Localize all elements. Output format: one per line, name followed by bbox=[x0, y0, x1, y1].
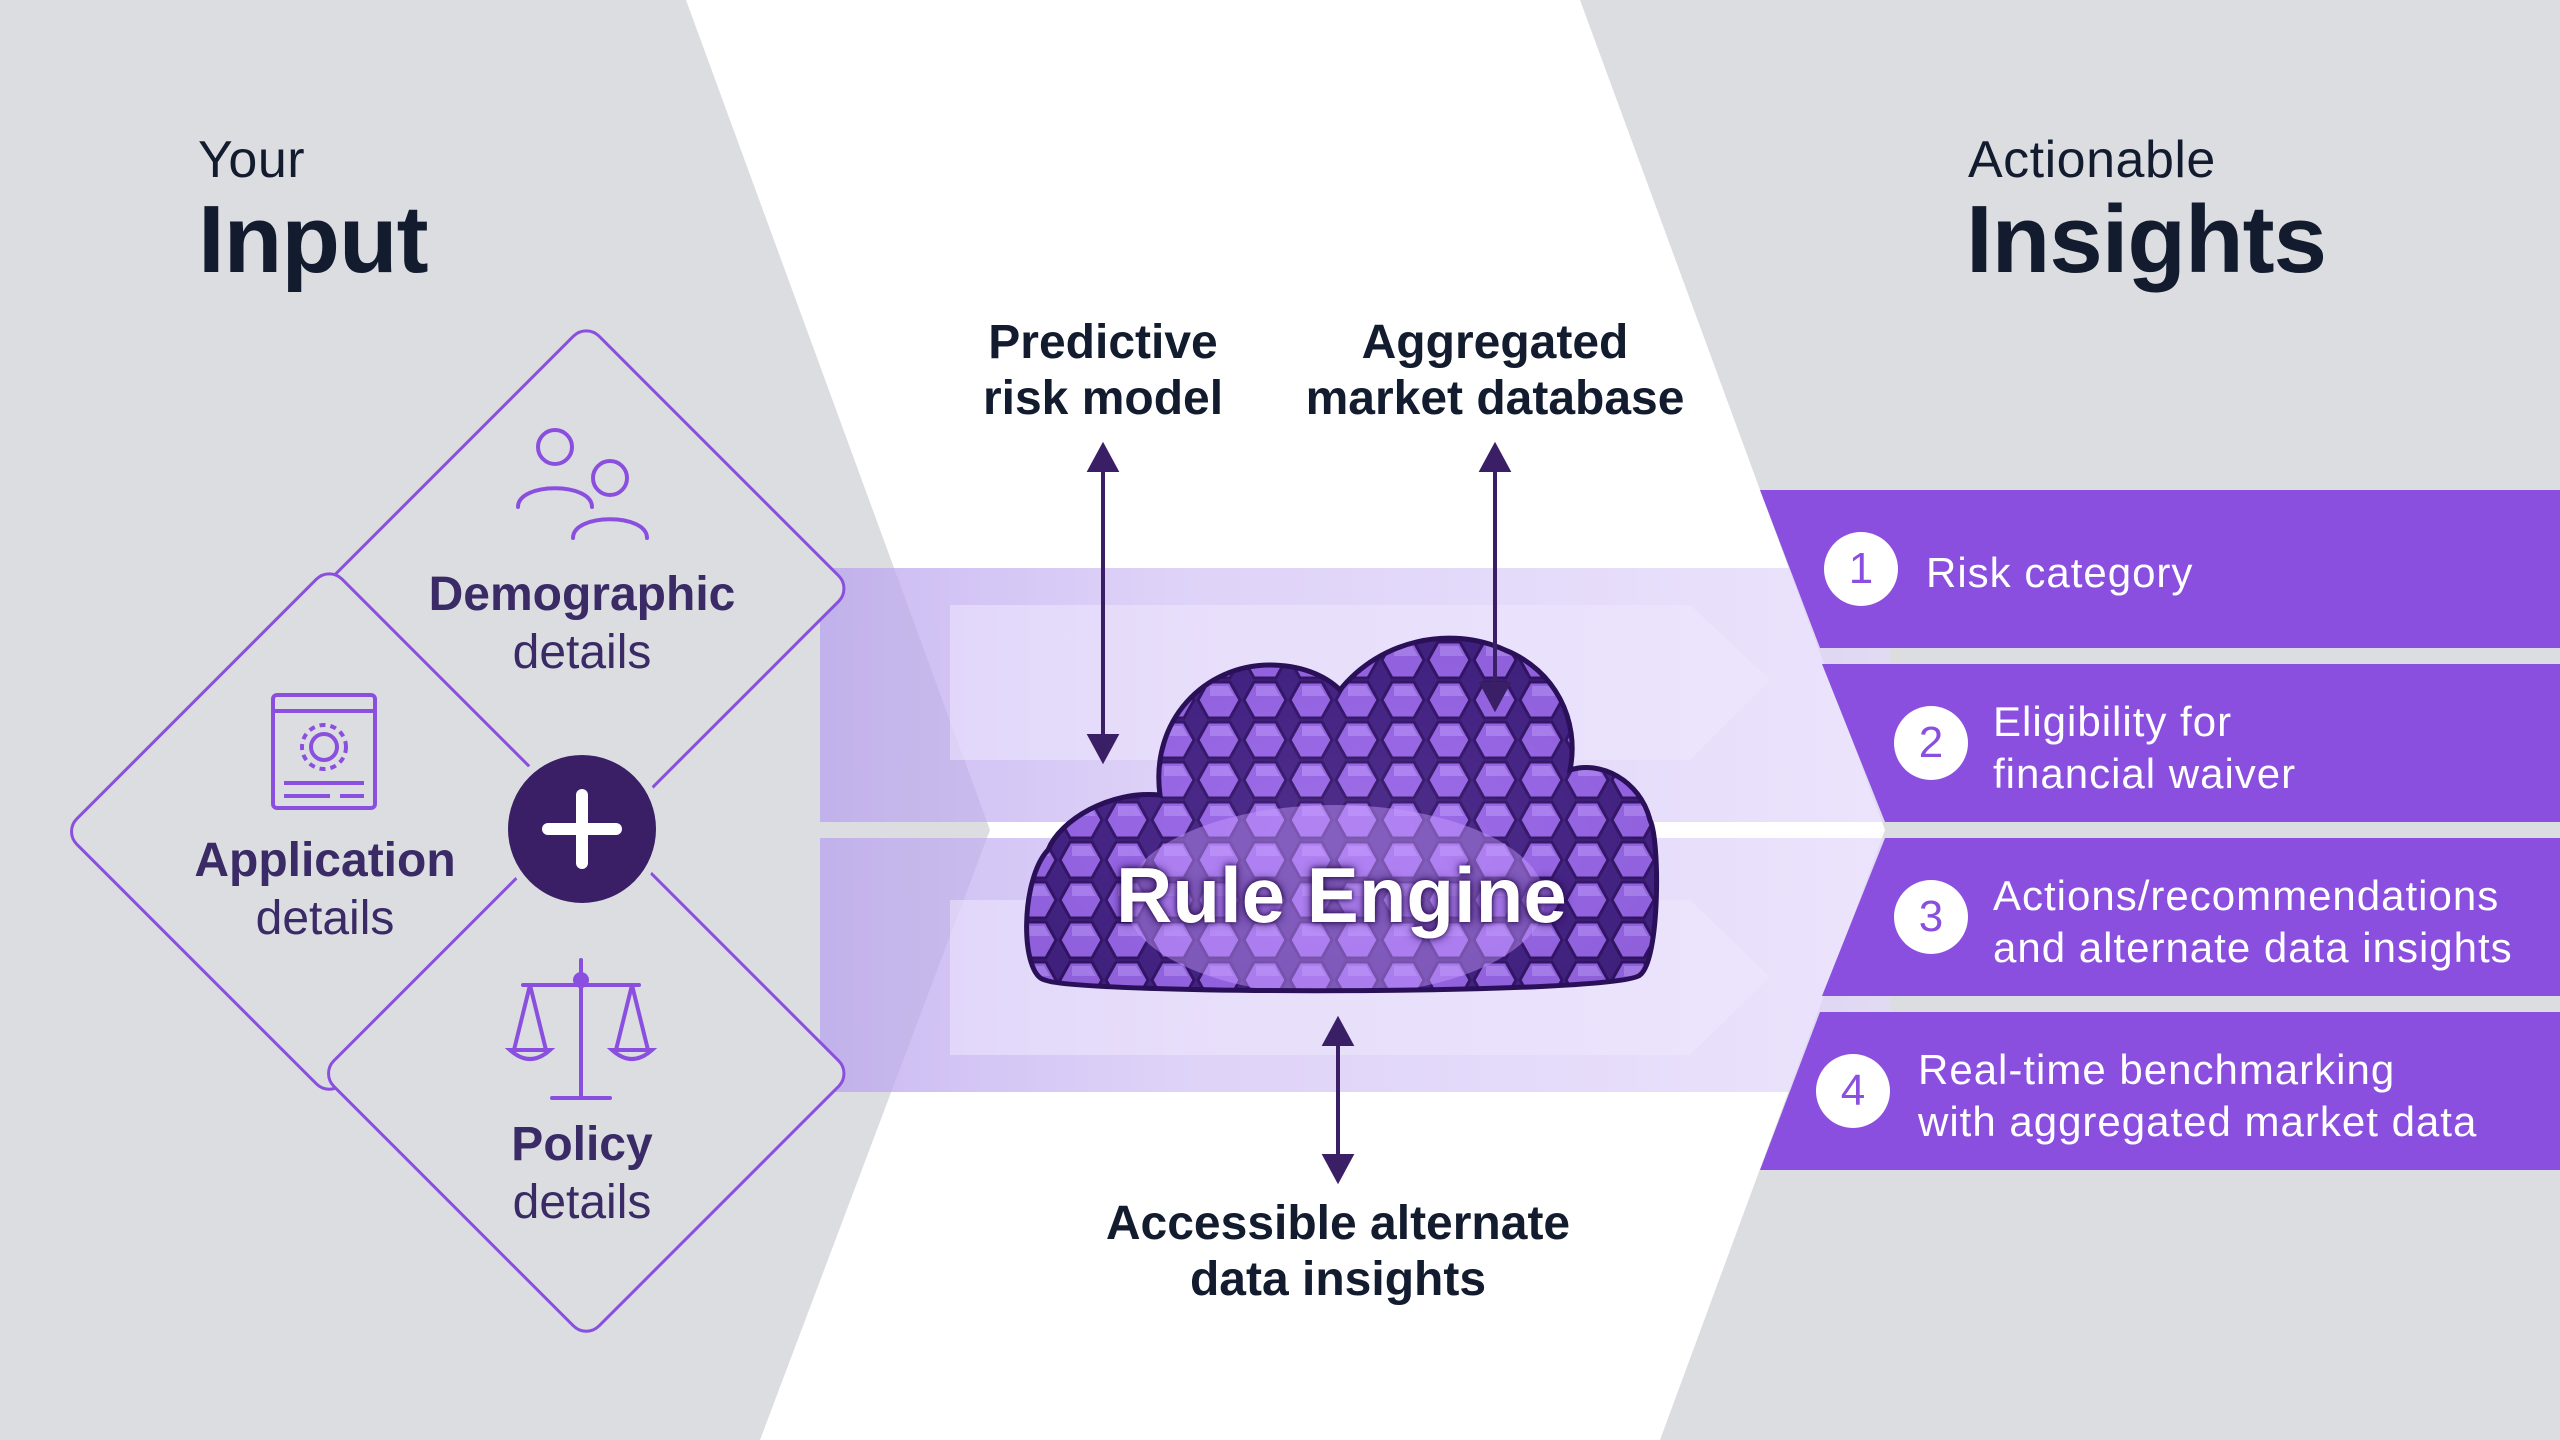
accessible-alternate-data-label: Accessible alternate data insights bbox=[1038, 1196, 1638, 1308]
insight-3-line2: and alternate data insights bbox=[1993, 924, 2513, 971]
insight-text-3: Actions/recommendations and alternate da… bbox=[1993, 870, 2513, 974]
application-form-gear-icon bbox=[271, 693, 377, 810]
insight-bar-1 bbox=[1760, 490, 2560, 648]
insights-heading-small: Actionable bbox=[1968, 131, 2216, 189]
insight-number-1: 1 bbox=[1824, 532, 1898, 606]
insight-bar-2 bbox=[1822, 664, 2560, 822]
alternate-line1: Accessible alternate bbox=[1105, 1197, 1571, 1250]
application-title: Application bbox=[194, 834, 456, 887]
rule-engine-cloud bbox=[1024, 635, 1660, 994]
predictive-line1: Predictive bbox=[988, 316, 1218, 369]
demographic-title: Demographic bbox=[428, 568, 736, 621]
policy-subtitle: details bbox=[512, 1176, 652, 1229]
insight-1-line1: Risk category bbox=[1926, 549, 2194, 596]
insight-text-2: Eligibility for financial waiver bbox=[1993, 696, 2296, 800]
rule-engine-title: Rule Engine bbox=[1116, 851, 1567, 939]
demographic-details-label: Demographic details bbox=[382, 566, 782, 682]
insights-heading-big: Insights bbox=[1966, 186, 2327, 293]
arrow-alternate-data-insights bbox=[1321, 1015, 1355, 1185]
insight-4-line1: Real-time benchmarking bbox=[1918, 1046, 2396, 1093]
arrow-aggregated-market-database bbox=[1478, 441, 1512, 713]
predictive-line2: risk model bbox=[982, 372, 1224, 425]
arrow-predictive-risk-model bbox=[1086, 441, 1120, 765]
insight-text-4: Real-time benchmarking with aggregated m… bbox=[1918, 1044, 2477, 1148]
scales-icon bbox=[504, 958, 658, 1100]
insight-number-2: 2 bbox=[1894, 706, 1968, 780]
input-heading-big: Input bbox=[198, 186, 429, 293]
insight-number-4: 4 bbox=[1816, 1054, 1890, 1128]
input-heading-small: Your bbox=[198, 131, 306, 189]
insight-bar-4 bbox=[1760, 1012, 2560, 1170]
aggregated-line2: market database bbox=[1305, 372, 1685, 425]
insight-2-line1: Eligibility for bbox=[1993, 698, 2233, 745]
insight-4-line2: with aggregated market data bbox=[1918, 1098, 2478, 1145]
application-details-label: Application details bbox=[125, 832, 525, 948]
aggregated-market-database-label: Aggregated market database bbox=[1245, 315, 1745, 427]
policy-title: Policy bbox=[511, 1118, 653, 1171]
insight-2-line2: financial waiver bbox=[1993, 750, 2297, 797]
alternate-line2: data insights bbox=[1189, 1253, 1487, 1306]
predictive-risk-model-label: Predictive risk model bbox=[903, 315, 1303, 427]
application-subtitle: details bbox=[255, 892, 395, 945]
aggregated-line1: Aggregated bbox=[1361, 316, 1629, 369]
insight-3-line1: Actions/recommendations bbox=[1993, 872, 2500, 919]
insight-bar-3 bbox=[1822, 838, 2560, 996]
people-icon bbox=[516, 428, 649, 540]
insight-text-1: Risk category bbox=[1926, 547, 2193, 599]
plus-icon bbox=[500, 747, 664, 911]
demographic-subtitle: details bbox=[512, 626, 652, 679]
policy-diamond bbox=[327, 814, 846, 1333]
insight-number-3: 3 bbox=[1894, 880, 1968, 954]
policy-details-label: Policy details bbox=[382, 1116, 782, 1232]
